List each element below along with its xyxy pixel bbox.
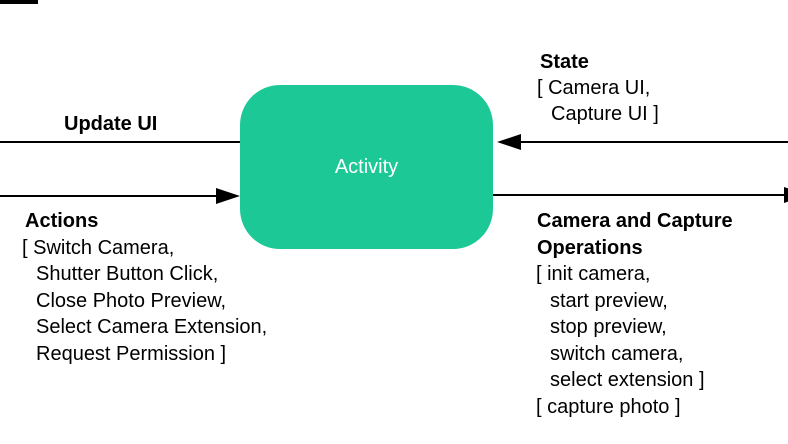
camera-ops-item: stop preview, [550, 316, 667, 338]
actions-item: Request Permission ] [36, 342, 227, 365]
activity-node: Activity [240, 85, 493, 249]
actions-item: Close Photo Preview, [36, 289, 227, 312]
state-label: State [ Camera UI, Capture UI ] [537, 49, 659, 127]
update-ui-arrow-line [0, 141, 240, 143]
activity-node-label: Activity [334, 155, 399, 178]
actions-item: Select Camera Extension, [36, 316, 268, 338]
cropped-line-fragment [0, 0, 38, 4]
camera-ops-item: [ capture photo ] [536, 395, 681, 418]
actions-label: Actions [ Switch Camera, Shutter Button … [22, 208, 267, 367]
camera-ops-arrow-line [493, 194, 786, 196]
camera-ops-title: Operations [537, 236, 643, 259]
actions-title: Actions [25, 210, 99, 232]
camera-ops-arrowhead-icon [784, 187, 788, 203]
actions-item: Shutter Button Click, [36, 263, 219, 285]
camera-ops-item: [ init camera, [536, 263, 651, 285]
state-item: Capture UI ] [551, 103, 659, 125]
camera-ops-item: start preview, [550, 289, 668, 312]
camera-ops-label: Camera and Capture Operations [ init cam… [536, 208, 733, 420]
state-arrow-line [519, 141, 788, 143]
camera-ops-item: select extension ] [550, 369, 705, 391]
state-item: [ Camera UI, [537, 77, 651, 99]
update-ui-label: Update UI [64, 113, 158, 135]
camera-ops-item: switch camera, [550, 342, 684, 365]
state-title: State [540, 51, 589, 73]
actions-item: [ Switch Camera, [22, 236, 175, 259]
camera-ops-title: Camera and Capture [537, 210, 733, 232]
state-arrowhead-icon [497, 134, 521, 150]
actions-arrowhead-icon [216, 188, 240, 204]
actions-arrow-line [0, 195, 219, 197]
